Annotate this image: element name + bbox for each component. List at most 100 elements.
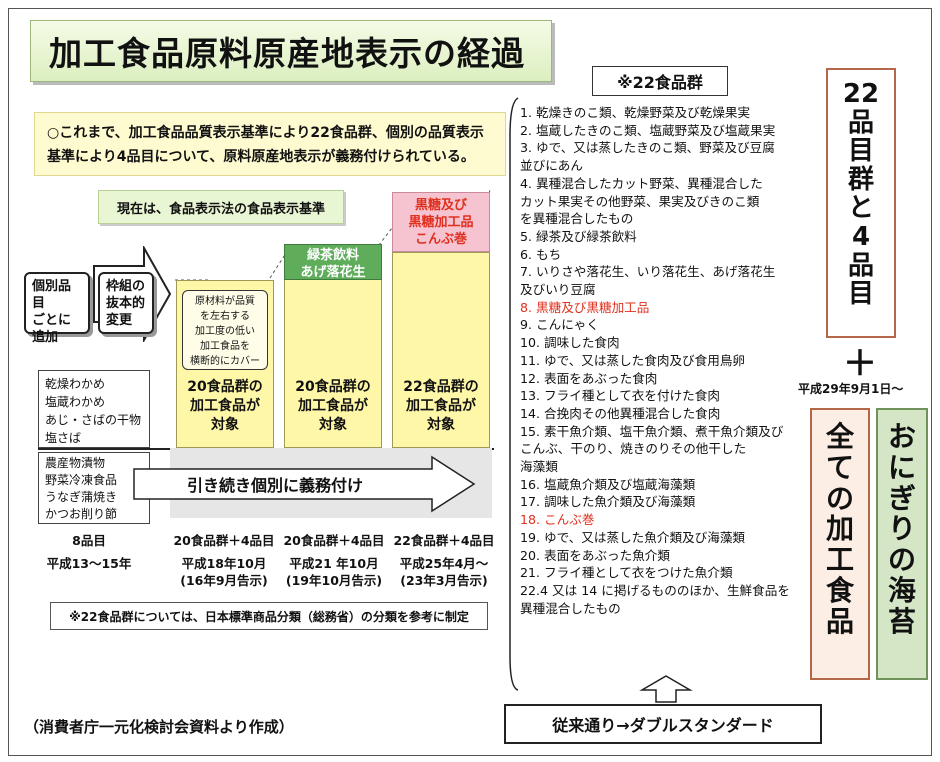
col1-line-3: 対象 (211, 417, 239, 433)
col-label-2006: 20食品群の 加工食品が 対象 (176, 378, 274, 435)
double-standard-box: 従来通り→ダブルスタンダード (504, 704, 822, 744)
framework-line-1: 枠組の (106, 279, 146, 294)
food-group-item: 8. 黒糖及び黒糖加工品 (520, 299, 650, 315)
food-group-item: 16. 塩蔵魚介類及び塩蔵海藻類 (520, 476, 696, 492)
ap-char-6: 食 (825, 573, 854, 607)
rt-char-2: 品 (847, 107, 874, 138)
food-group-item: 9. こんにゃく (520, 317, 599, 333)
col3-line-3: 対象 (427, 417, 455, 433)
upper-items-box: 乾燥わかめ 塩蔵わかめ あじ・さばの干物 塩さば (38, 370, 150, 448)
pink-line-2: 黒糖加工品 (408, 215, 474, 230)
lower-item-4: かつお削り節 (45, 507, 118, 521)
individual-line-2: ごとに (32, 313, 72, 328)
green-tea-peanut-label: 緑茶飲料 あげ落花生 (284, 244, 382, 280)
footer-notice-2: (16年9月告示) (180, 573, 268, 588)
food-group-item: 15. 素干魚介類、塩干魚介類、煮干魚介類及び (520, 423, 784, 439)
footer-date-4: 平成25年4月～ (399, 556, 489, 571)
food-group-item: 海藻類 (520, 459, 558, 475)
framework-line-2: 抜本的 (106, 296, 146, 311)
food-group-item: 11. ゆで、又は蒸した食肉及び食用鳥卵 (520, 352, 746, 368)
current-standard-label: 現在は、食品表示法の食品表示基準 (98, 190, 344, 224)
food-group-item: カット果実その他野菜、果実及びきのこ類 (520, 193, 760, 209)
list-brace (509, 97, 519, 691)
cross-line-1: 原材料が品質 (195, 296, 255, 307)
brown-sugar-label: 黒糖及び 黒糖加工品 こんぶ巻 (392, 192, 490, 252)
footer-date-1: 平成13～15年 (46, 556, 132, 571)
food-group-item: 10. 調味した食肉 (520, 335, 620, 351)
footer-notice-4: (23年3月告示) (400, 573, 488, 588)
continue-arrow (133, 455, 476, 513)
up-arrow (639, 675, 693, 703)
on-char-5: の (887, 543, 916, 577)
col-label-2009: 20食品群の 加工食品が 対象 (284, 378, 382, 435)
footer-col-3: 20食品群＋4品目 平成21 年10月 (19年10月告示) (276, 532, 392, 589)
on-char-1: お (887, 420, 916, 453)
cross-line-2: を左右する (200, 311, 250, 322)
rt-char-8: 目 (847, 279, 874, 310)
food-group-item: 1. 乾燥きのこ類、乾燥野菜及び乾燥果実 (520, 105, 751, 120)
column-2009 (284, 278, 382, 448)
rt-char-1: 22 (842, 79, 880, 109)
footer-date-2: 平成18年10月 (181, 556, 267, 571)
ap-char-5: 工 (825, 543, 854, 577)
col3-line-2: 加工食品が (406, 398, 476, 414)
group-header: ※22食品群 (592, 66, 728, 96)
food-group-item: 20. 表面をあぶった魚介類 (520, 547, 670, 563)
lower-items-box: 農産物漬物 野菜冷凍食品 うなぎ蒲焼き かつお削り節 (38, 452, 150, 524)
lower-item-1: 農産物漬物 (45, 456, 106, 470)
food-group-item: 19. ゆで、又は蒸した魚介類及び海藻類 (520, 529, 746, 545)
footer-date-3: 平成21 年10月 (289, 556, 379, 571)
green-line-1: 緑茶飲料 (306, 248, 359, 263)
individual-line-3: 追加 (32, 330, 59, 345)
upper-item-3: あじ・さばの干物 (45, 413, 142, 427)
lower-item-3: うなぎ蒲焼き (45, 490, 118, 504)
food-group-item: 3. ゆで、又は蒸したきのこ類、野菜及び豆腐 (520, 140, 775, 156)
cross-line-5: 横断的にカバー (190, 356, 260, 367)
column-2013 (392, 252, 490, 448)
green-line-2: あげ落花生 (300, 265, 366, 280)
rt-char-3: 目 (847, 136, 874, 167)
food-group-item: 及びいり豆腐 (520, 282, 596, 298)
framework-change-box: 枠組の 抜本的 変更 (98, 272, 154, 334)
food-group-item: 14. 合挽肉その他異種混合した食肉 (520, 405, 721, 421)
footer-col-1: 8品目 平成13～15年 (34, 532, 144, 572)
food-group-item: 5. 緑茶及び緑茶飲料 (520, 228, 637, 244)
lower-item-2: 野菜冷凍食品 (45, 473, 118, 487)
cross-coverage-note: 原材料が品質 を左右する 加工度の低い 加工食品を 横断的にカバー (182, 290, 268, 370)
on-char-2: に (887, 450, 916, 484)
on-char-7: 苔 (887, 604, 916, 638)
col1-line-2: 加工食品が (190, 398, 260, 414)
page-title: 加工食品原料原産地表示の経過 (30, 20, 552, 82)
individual-line-1: 個別品目 (32, 279, 72, 311)
continue-label: 引き続き個別に義務付け (186, 476, 363, 495)
on-char-6: 海 (887, 573, 916, 607)
food-group-item: 18. こんぶ巻 (520, 512, 595, 528)
pink-line-1: 黒糖及び (414, 198, 467, 213)
footer-count-2: 20食品群＋4品目 (173, 533, 275, 548)
outer-frame (8, 8, 932, 756)
footer-col-2: 20食品群＋4品目 平成18年10月 (16年9月告示) (166, 532, 282, 589)
footer-notice-3: (19年10月告示) (285, 573, 383, 588)
footer-count-4: 22食品群＋4品目 (393, 533, 495, 548)
intro-note: ○これまで、加工食品品質表示基準により22食品群、個別の品質表示 基準により4品… (34, 112, 506, 176)
pink-line-3: こんぶ巻 (414, 232, 467, 247)
ap-char-1: 全 (825, 420, 854, 453)
food-group-item: 13. フライ種として衣を付けた食肉 (520, 388, 720, 404)
food-group-item: 17. 調味した魚介類及び海藻類 (520, 494, 696, 510)
col-label-2013: 22食品群の 加工食品が 対象 (392, 378, 490, 435)
food-group-item: 4. 異種混合したカット野菜、異種混合した (520, 175, 763, 191)
upper-item-1: 乾燥わかめ (45, 377, 106, 391)
col2-line-1: 20食品群の (295, 379, 371, 395)
footer-count-1: 8品目 (72, 533, 106, 548)
onigiri-nori-box: お に ぎ り の 海 苔 (876, 408, 928, 680)
ap-char-4: 加 (825, 512, 854, 546)
food-group-item: 12. 表面をあぶった食肉 (520, 370, 658, 386)
plus-sign: ＋ (843, 344, 877, 384)
food-group-item: こんぶ、干のり、焼きのりその他干した (520, 441, 747, 457)
cross-line-4: 加工食品を (200, 341, 250, 352)
intro-line-2: 基準により4品目について、原料原産地表示が義務付けられている。 (47, 149, 475, 165)
all-processed-box: 全 て の 加 工 食 品 (810, 408, 870, 680)
framework-line-3: 変更 (106, 313, 133, 328)
food-group-item: 7. いりさや落花生、いり落花生、あげ落花生 (520, 264, 776, 280)
